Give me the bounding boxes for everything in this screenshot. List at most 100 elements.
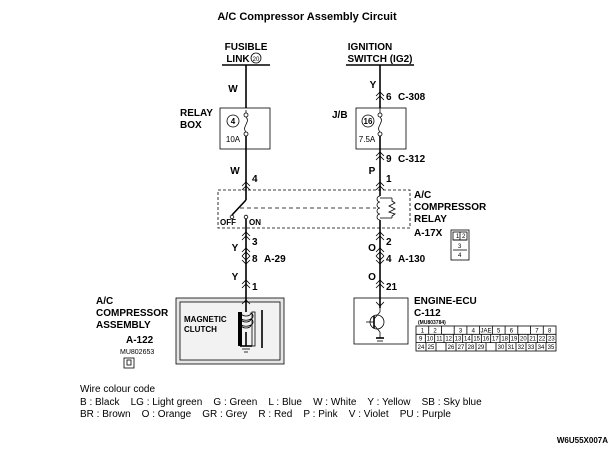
connector-chevron-right-top: [375, 181, 385, 191]
relay-box-fuse-circle: [226, 114, 240, 128]
ecu-pin: 21: [386, 282, 398, 293]
compressor-label-2: COMPRESSOR: [96, 308, 169, 319]
relay-pin-left-top: 4: [252, 174, 258, 185]
magnetic-clutch-label-2: CLUTCH: [184, 325, 217, 334]
wire-color-right-top: Y: [370, 80, 377, 91]
jb-fuse-circle: [361, 114, 375, 128]
jb-fuse-element: [378, 116, 382, 133]
compressor-label-3: ASSEMBLY: [96, 320, 151, 331]
legend-line-2: BR : Brown O : Orange GR : Grey R : Red …: [80, 409, 451, 420]
diagram-title: A/C Compressor Assembly Circuit: [217, 11, 397, 23]
relay-label-2: COMPRESSOR: [414, 202, 487, 213]
ecu-pin-cell: 26: [448, 345, 455, 351]
ignition-switch-label-1: IGNITION: [348, 42, 392, 53]
relay-connector-icon: 1 2 3 4: [450, 229, 470, 261]
wire-color-left-mid: W: [230, 166, 240, 177]
ecu-pin-cell: 32: [518, 345, 525, 351]
ecu-pin-cell: 13: [455, 337, 462, 343]
ecu-pin-cell: 16: [483, 337, 490, 343]
wire-color-right-mid: P: [369, 166, 376, 177]
ecu-pin-cell: 3: [459, 328, 463, 334]
engine-ecu-label: ENGINE-ECU: [414, 296, 477, 307]
ecu-pin-cell: 20: [520, 337, 527, 343]
ecu-pin-cell: 4: [472, 328, 476, 334]
wire-color-left-low1: Y: [232, 243, 239, 254]
ecu-pin-cell: 6: [510, 328, 514, 334]
a130-name: A-130: [398, 254, 426, 265]
ecu-pin-cell: 17: [492, 337, 499, 343]
ecu-pin-cell: 9: [419, 337, 423, 343]
c308-name: C-308: [398, 92, 426, 103]
ecu-pin-cell: 8: [548, 328, 552, 334]
relay-label-3: RELAY: [414, 214, 447, 225]
jb-fuse-rating: 7.5A: [359, 135, 376, 144]
wire-color-right-low: O: [368, 243, 376, 254]
relay-box-label-1: RELAY: [180, 108, 213, 119]
ecu-pin-cell: JAE: [480, 328, 491, 334]
fusible-link-label-2: LINK: [226, 54, 250, 65]
ecu-pin-cell: 2: [433, 328, 437, 334]
a130-pin: 4: [386, 254, 392, 265]
relay-label-1: A/C: [414, 190, 431, 201]
ecu-pin-cell: 11: [436, 337, 443, 343]
ignition-switch-label-2: SWITCH (IG2): [348, 54, 413, 65]
ecu-pin-cell: 29: [478, 345, 485, 351]
transistor-icon: [366, 298, 385, 342]
relay-connector: A-17X: [414, 228, 443, 239]
junction-block: [355, 107, 407, 150]
relay-switch-blade: [231, 199, 247, 216]
connector-chevron-a130-bottom: [375, 255, 385, 265]
c312-pin: 9: [386, 154, 392, 165]
relay-box-fuse-rating: 10A: [226, 135, 241, 144]
ecu-pin-cell: 31: [508, 345, 515, 351]
connector-chevron-a29-top: [241, 247, 251, 257]
relay-coil: [376, 195, 381, 221]
relay-connector-pin-3: 3: [458, 244, 462, 250]
legend-heading: Wire colour code: [80, 384, 155, 395]
a29-name: A-29: [264, 254, 286, 265]
connector-chevron-left-top: [241, 181, 251, 191]
compressor-part-number: MU802653: [120, 349, 154, 356]
relay-on-contact: [243, 214, 249, 220]
connector-chevron-compressor: [241, 279, 251, 289]
jb-fuse-number: 16: [364, 117, 373, 126]
drawing-id: W6U55X007A: [557, 436, 608, 445]
ecu-pin-cell: 27: [458, 345, 465, 351]
fusible-link-label-1: FUSIBLE: [225, 42, 268, 53]
ecu-pin-cell: 1: [421, 328, 425, 334]
ecu-pin-cell: 15: [473, 337, 480, 343]
connector-chevron-right-bottom: [375, 231, 385, 241]
wire-color-left-low2: Y: [232, 272, 239, 283]
relay-pin-right-bottom: 2: [386, 237, 392, 248]
ecu-pin-cell: 23: [548, 337, 555, 343]
magnetic-clutch-inner: [179, 301, 281, 361]
compressor-connector-icon: [123, 357, 135, 369]
connector-chevron-a130-top: [375, 247, 385, 257]
fusible-link-number: 20: [253, 57, 260, 63]
compressor-label-1: A/C: [96, 296, 113, 307]
jb-label: J/B: [332, 110, 348, 121]
relay-box-label-2: BOX: [180, 120, 202, 131]
ecu-pin-cell: 19: [511, 337, 518, 343]
ecu-pin-cell: 25: [428, 345, 435, 351]
ecu-pin-cell: 21: [529, 337, 536, 343]
ecu-pin-cell: 35: [548, 345, 555, 351]
fusible-link-number-circle: [250, 52, 262, 64]
connector-chevron-left-bottom: [241, 231, 251, 241]
relay-pin-left-bottom: 3: [252, 237, 258, 248]
compressor-pin: 1: [252, 282, 258, 293]
ecu-pin-cell: 7: [535, 328, 539, 334]
relay-box-fuse-number: 4: [231, 117, 236, 126]
wire-color-right-low2: O: [368, 272, 376, 283]
relay-connector-pin-4: 4: [458, 253, 462, 259]
relay-connector-pin-2: 2: [462, 234, 466, 240]
ecu-pin-cell: 30: [498, 345, 505, 351]
ecu-pin-cell: 18: [501, 337, 508, 343]
ecu-pin-cell: 10: [427, 337, 434, 343]
magnetic-clutch-label-1: MAGNETIC: [184, 315, 227, 324]
engine-ecu-part-number: (MU803784): [418, 320, 446, 326]
connector-chevron-ecu: [375, 279, 385, 289]
